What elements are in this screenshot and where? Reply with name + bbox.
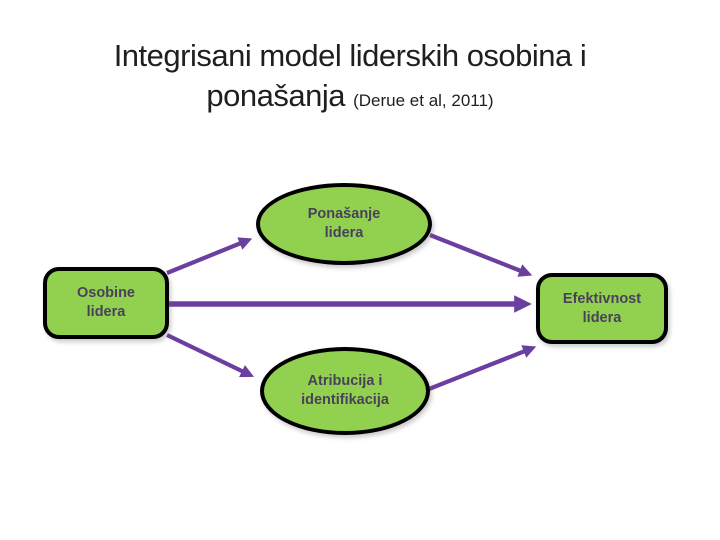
title-citation: (Derue et al, 2011)	[353, 91, 494, 110]
node-label-osobine: Osobine lidera	[76, 285, 135, 320]
diagram-node-ponasanje-lidera: Ponašanje lidera	[256, 183, 432, 265]
slide-title-line1: Integrisani model liderskih osobina i	[113, 38, 587, 73]
slide-title-line2: ponašanja (Derue et al, 2011)	[20, 76, 680, 121]
arrow-osobine-to-ponasanje	[166, 237, 253, 275]
arrow-osobine-to-atribucija	[166, 333, 255, 378]
node-label-atribucija: Atribucija i identifikacija	[301, 373, 389, 408]
diagram-node-efektivnost-lidera: Efektivnost lidera	[536, 273, 668, 344]
arrow-ponasanje-to-efektivnost	[429, 233, 533, 277]
diagram-node-osobine-lidera: Osobine lidera	[43, 267, 169, 339]
slide-title-line2-main: ponašanja	[206, 78, 345, 113]
node-label-ponasanje: Ponašanje lidera	[307, 206, 381, 241]
arrow-atribucija-to-efektivnost	[428, 345, 537, 391]
diagram-node-atribucija-identifikacija: Atribucija i identifikacija	[260, 347, 430, 435]
node-label-efektivnost: Efektivnost lidera	[562, 290, 642, 326]
slide-title: Integrisani model liderskih osobina i po…	[20, 36, 680, 121]
